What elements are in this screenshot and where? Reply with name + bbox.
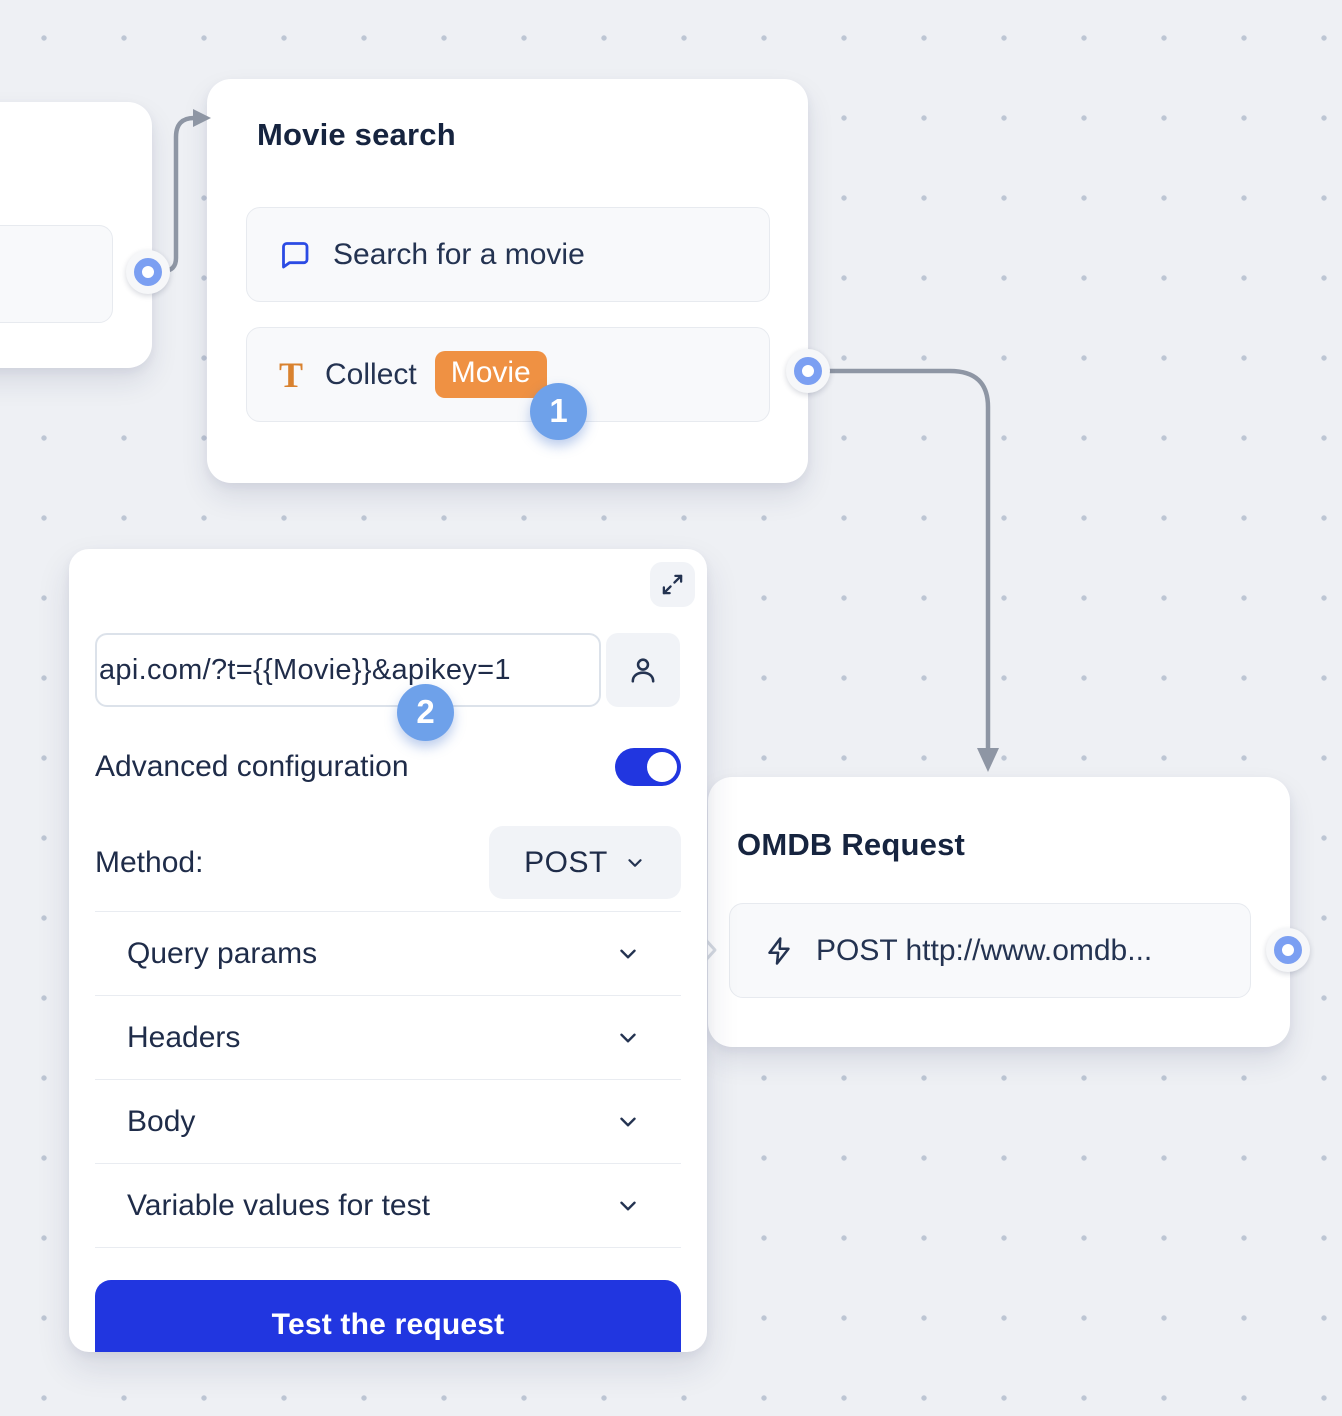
url-input[interactable]: api.com/?t={{Movie}}&apikey=1 xyxy=(95,633,601,707)
step-badge-1: 1 xyxy=(530,383,587,440)
connector-ring xyxy=(794,357,822,385)
text-collect-icon: T xyxy=(279,354,304,395)
chat-bubble-icon xyxy=(282,241,309,268)
expand-button[interactable] xyxy=(650,562,695,607)
chevron-down-icon xyxy=(620,949,636,958)
step-badge-2: 2 xyxy=(397,684,454,741)
variable-chip[interactable]: Movie xyxy=(434,351,547,398)
connector-ring xyxy=(1274,936,1302,964)
section-label: Headers xyxy=(127,1020,241,1054)
section-query-params[interactable]: Query params xyxy=(95,912,681,996)
method-dropdown[interactable]: POST xyxy=(489,826,681,899)
chevron-down-icon xyxy=(620,1201,636,1210)
movie-search-node[interactable]: Movie search Search for a movie T Collec… xyxy=(207,79,808,483)
section-body[interactable]: Body xyxy=(95,1080,681,1164)
url-value: api.com/?t={{Movie}}&apikey=1 xyxy=(99,653,511,686)
zap-icon xyxy=(768,936,790,965)
chevron-down-icon xyxy=(628,858,642,867)
section-label: Query params xyxy=(127,936,318,970)
block-label: Search for a movie xyxy=(333,237,585,271)
collect-block[interactable]: T Collect Movie xyxy=(246,327,770,422)
partial-node-card[interactable] xyxy=(0,102,152,368)
input-connector-notch xyxy=(702,936,717,964)
node-title: OMDB Request xyxy=(737,827,966,862)
section-label: Variable values for test xyxy=(127,1188,430,1222)
config-sections: Query params Headers Body Variable value… xyxy=(95,911,681,1248)
node-title: Movie search xyxy=(257,117,456,152)
method-value: POST xyxy=(524,845,608,879)
webhook-config-panel[interactable]: api.com/?t={{Movie}}&apikey=1 Advanced c… xyxy=(69,549,707,1352)
question-block[interactable]: Search for a movie xyxy=(246,207,770,302)
advanced-configuration-label: Advanced configuration xyxy=(95,750,409,783)
test-request-button[interactable]: Test the request xyxy=(95,1280,681,1352)
section-headers[interactable]: Headers xyxy=(95,996,681,1080)
block-label: POST http://www.omdb... xyxy=(816,933,1153,967)
chevron-down-icon xyxy=(620,1033,636,1042)
section-label: Body xyxy=(127,1104,196,1138)
webhook-block[interactable]: POST http://www.omdb... xyxy=(729,903,1251,998)
method-label: Method: xyxy=(95,845,204,879)
partial-node-item[interactable] xyxy=(0,225,113,323)
section-variable-values[interactable]: Variable values for test xyxy=(95,1164,681,1248)
expand-icon xyxy=(662,574,683,595)
advanced-configuration-toggle[interactable] xyxy=(615,748,681,786)
user-variable-button[interactable] xyxy=(606,633,680,707)
block-label: Collect xyxy=(325,357,417,391)
chevron-down-icon xyxy=(620,1117,636,1126)
connector-ring xyxy=(134,258,162,286)
user-icon xyxy=(631,658,655,683)
toggle-knob xyxy=(647,752,677,782)
omdb-request-node[interactable]: OMDB Request POST http://www.omdb... xyxy=(708,777,1290,1047)
